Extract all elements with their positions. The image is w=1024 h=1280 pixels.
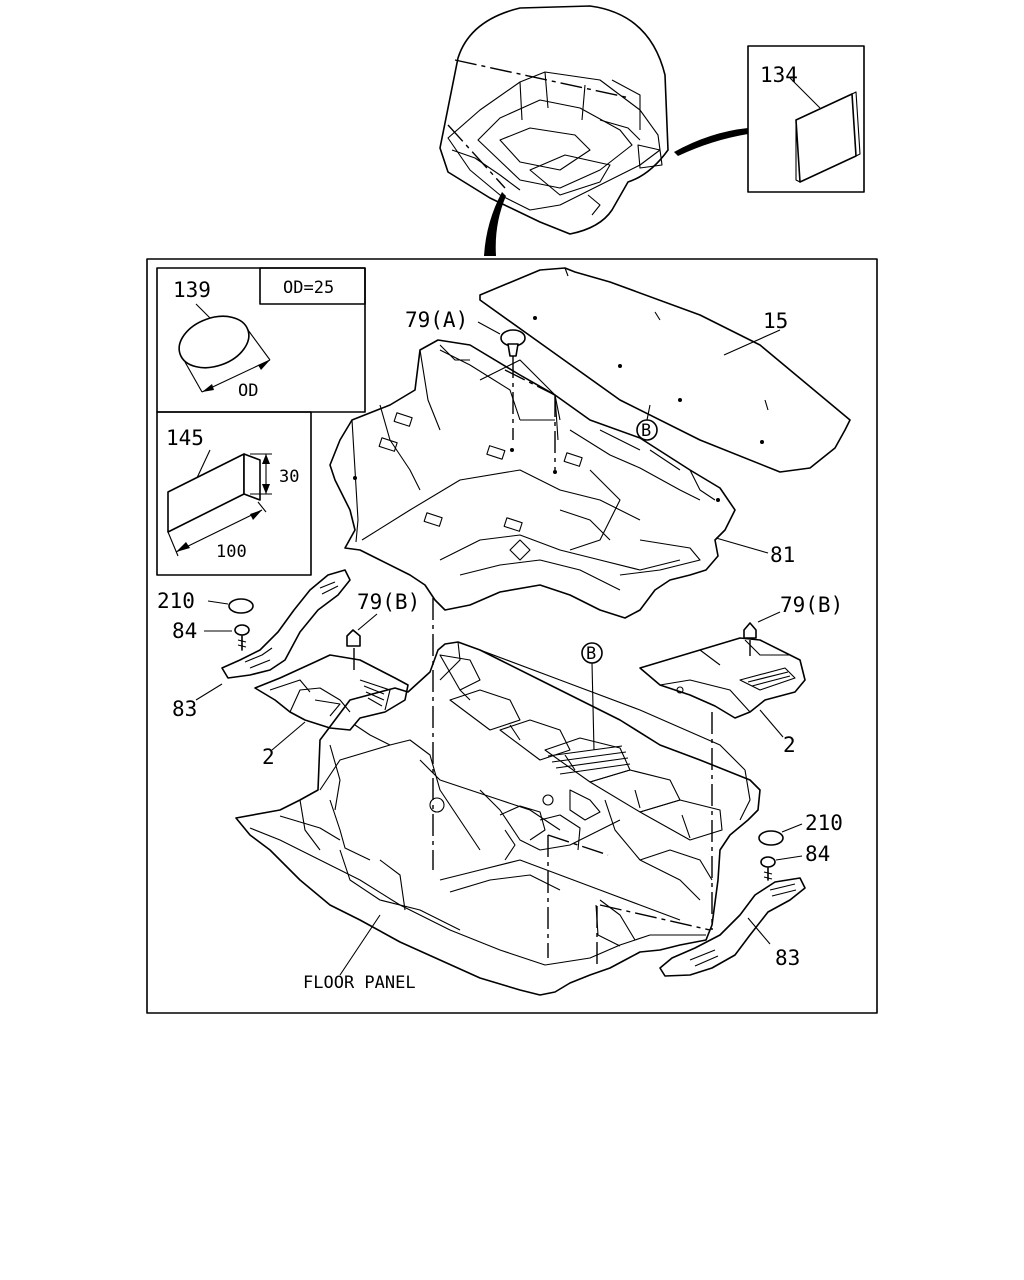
label-83-left: 83 [172,697,197,721]
label-81: 81 [770,543,795,567]
label-210-left: 210 [157,589,195,613]
part-210-right: 210 [758,811,843,846]
part-83-right-rail: 83 [659,877,806,977]
label-2-left: 2 [262,745,275,769]
label-79b-right: 79(B) [780,593,843,617]
label-84-right: 84 [805,842,830,866]
label-2-right: 2 [783,733,796,757]
part-210-left: 210 [157,589,254,614]
inset-139: OD=25 139 OD [156,267,366,413]
circled-b-upper: B [636,404,658,441]
label-od25: OD=25 [283,278,334,298]
label-100: 100 [216,542,247,562]
inset-145: 145 30 100 [156,411,312,576]
cab-overview [439,5,669,235]
part-81-insulator: 81 [329,339,795,619]
label-83-right: 83 [775,946,800,970]
label-134: 134 [760,63,798,87]
label-84-left: 84 [172,619,197,643]
svg-text:B: B [641,421,651,441]
part-79a-clip: 79(A) [405,308,526,440]
label-145: 145 [166,426,204,450]
label-79a: 79(A) [405,308,468,332]
pointer-to-main [484,192,506,256]
alignment-lines [432,369,713,965]
part-134-box: 134 [747,45,865,193]
label-15: 15 [763,309,788,333]
part-84-right: 84 [760,842,830,881]
part-79b-right: 79(B) [743,593,843,656]
part-79b-left: 79(B) [346,590,420,672]
part-2-right-pad: 2 [639,637,806,757]
part-2-left-pad [254,654,409,731]
label-139: 139 [173,278,211,302]
label-210-right: 210 [805,811,843,835]
circled-b-lower: B [581,642,603,751]
label-od: OD [238,381,258,401]
main-frame [146,258,878,1014]
label-79b-left: 79(B) [357,590,420,614]
pointer-to-134 [674,128,748,156]
part-84-left: 84 [172,619,250,651]
svg-text:B: B [586,644,596,664]
label-30: 30 [279,467,299,487]
label-floor-panel: FLOOR PANEL [303,973,416,993]
part-15-panel: 15 [479,267,851,473]
part-83-left-rail: 83 [172,569,351,721]
floor-panel: FLOOR PANEL [235,641,761,996]
